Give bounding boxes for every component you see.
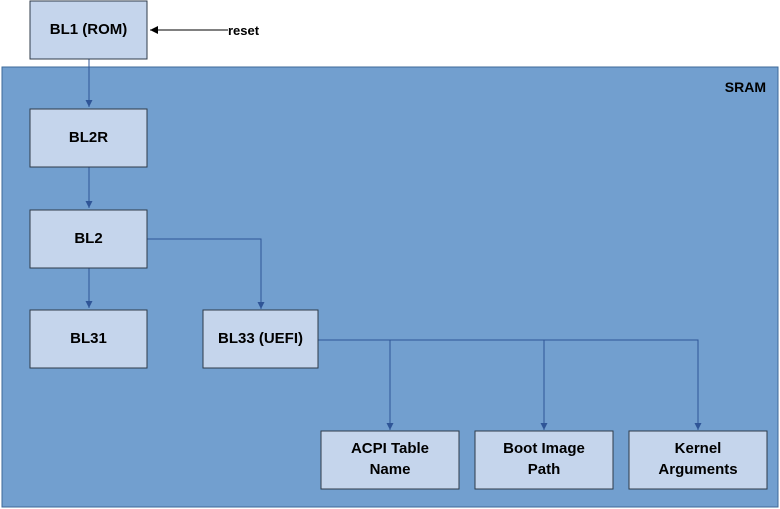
node-acpi-label-line1: ACPI Table	[351, 440, 429, 457]
node-bl2r: BL2R	[29, 108, 148, 168]
node-bl2: BL2	[29, 209, 148, 269]
edge-bl2-bl33	[147, 238, 265, 309]
node-bl31-label: BL31	[70, 330, 107, 347]
node-bl33-label: BL33 (UEFI)	[218, 330, 303, 347]
node-boot-image-path: Boot Image Path	[474, 430, 614, 490]
sram-label: SRAM	[725, 79, 766, 95]
node-acpi-label-line2: Name	[370, 461, 411, 478]
node-bl2-label: BL2	[74, 230, 102, 247]
node-kernel-label-line1: Kernel	[675, 440, 722, 457]
node-bl31: BL31	[29, 309, 148, 369]
node-bl33: BL33 (UEFI)	[202, 309, 319, 369]
node-boot-label-line1: Boot Image	[503, 440, 585, 457]
node-bl2r-label: BL2R	[69, 129, 108, 146]
node-acpi-table-name: ACPI Table Name	[320, 430, 460, 490]
node-boot-label-line2: Path	[528, 461, 561, 478]
node-bl1: BL1 (ROM)	[29, 0, 148, 60]
reset-label: reset	[228, 23, 260, 38]
node-bl1-label: BL1 (ROM)	[50, 21, 128, 38]
node-kernel-label-line2: Arguments	[658, 461, 737, 478]
edge-bl33-kernel	[544, 339, 702, 430]
node-kernel-arguments: Kernel Arguments	[628, 430, 768, 490]
